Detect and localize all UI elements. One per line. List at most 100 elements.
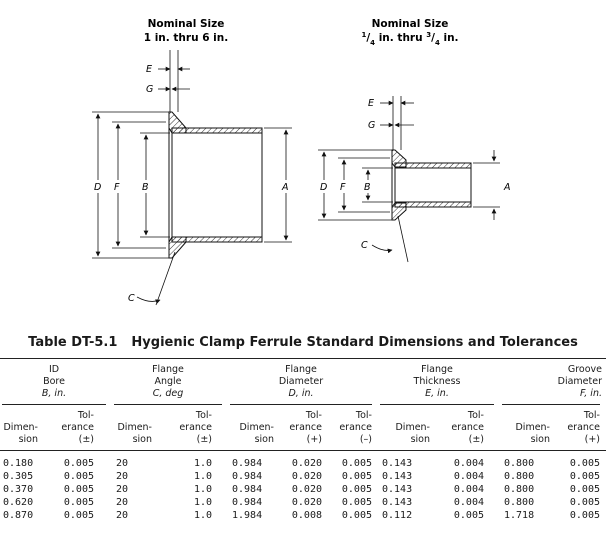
table-cell: 0.005 [63,471,94,482]
table-cell: 0.180 [3,458,34,469]
table-cell: 0.984 [232,458,263,469]
group-header-line: Flange [152,364,184,375]
table-cell: 0.004 [453,497,484,508]
table-cell: 20 [116,458,129,469]
right-label-c: C [361,240,368,251]
table-cell: 0.005 [341,510,372,521]
group-header-line: B, in. [41,388,67,399]
sub-header-4: Dimen-sion [228,422,274,446]
right-label-a: A [503,182,511,193]
sub-header-line: Tol- [77,410,94,421]
table-cell: 0.005 [569,510,600,521]
table-cell: 0.004 [453,471,484,482]
sub-header-line: Tol- [467,410,484,421]
table-caption: Hygienic Clamp Ferrule Standard Dimensio… [131,335,578,350]
sub-header-7: Dimen-sion [378,422,430,446]
table-top-rule [0,358,606,359]
sub-header-line: (–) [359,434,372,445]
group-header-line: Flange [421,364,453,375]
group-header-line: E, in. [425,388,449,399]
sub-header-line: Dimen- [117,422,152,433]
sub-header-line: Dimen- [3,422,38,433]
right-label-g: G [368,120,375,131]
table-cell: 0.020 [291,484,322,495]
table-cell: 1.0 [193,484,212,495]
group-header-line: Angle [154,376,182,387]
group-rule [502,404,600,405]
table-cell: 0.005 [63,458,94,469]
left-label-d: D [94,182,101,193]
sub-header-line: sion [410,434,430,445]
table-cell: 0.620 [3,497,34,508]
left-label-e: E [146,64,152,75]
group-rule [380,404,494,405]
right-label-e: E [368,98,374,109]
sub-header-0: Dimen-sion [0,422,38,446]
sub-header-line: (±) [468,434,484,445]
table-cell: 0.005 [569,497,600,508]
sub-header-line: sion [132,434,152,445]
table-cell: 20 [116,484,129,495]
right-ferrule [391,149,472,221]
table-cell: 1.718 [504,510,535,521]
group-header-line: Thickness [413,376,461,387]
left-ferrule [168,111,263,259]
table-cell: 0.370 [3,484,34,495]
table-cell: 1.0 [193,497,212,508]
sub-header-1: Tol-erance(±) [44,410,94,446]
sub-header-line: sion [254,434,274,445]
table-number: Table DT-5.1 [28,335,118,350]
left-label-a: A [281,182,289,193]
sub-header-line: (±) [78,434,94,445]
table-cell: 0.008 [291,510,322,521]
sub-header-line: Tol- [583,410,600,421]
sub-header-line: Dimen- [239,422,274,433]
group-header-line: Groove [567,364,602,375]
right-label-d: D [320,182,327,193]
table-cell: 0.020 [291,471,322,482]
sub-header-2: Dimen-sion [112,422,152,446]
left-label-c: C [128,293,135,304]
sub-header-line: (±) [196,434,212,445]
table-cell: 0.005 [341,458,372,469]
table-cell: 0.143 [382,471,413,482]
table-cell: 0.305 [3,471,34,482]
table-cell: 20 [116,510,129,521]
table-cell: 0.004 [453,458,484,469]
table-cell: 1.984 [232,510,263,521]
sub-header-line: erance [339,422,372,433]
sub-header-6: Tol-erance(–) [328,410,372,446]
table-cell: 0.005 [341,484,372,495]
right-label-f: F [340,182,346,193]
table-cell: 20 [116,497,129,508]
group-header-line: Bore [43,376,65,387]
group-header-line: F, in. [580,388,602,399]
sub-header-5: Tol-erance(+) [280,410,322,446]
right-label-b: B [364,182,371,193]
left-title-line2: 1 in. thru 6 in. [144,32,229,44]
left-label-b: B [142,182,149,193]
sub-header-line: Tol- [195,410,212,421]
sub-header-line: erance [61,422,94,433]
sub-header-line: erance [289,422,322,433]
right-title-line2: 1/4 in. thru 3/4 in. [361,31,458,47]
group-rule [2,404,106,405]
sub-header-line: Dimen- [515,422,550,433]
table-cell: 0.984 [232,471,263,482]
sub-header-line: erance [179,422,212,433]
table-cell: 0.005 [569,484,600,495]
table-cell: 0.800 [504,484,535,495]
table-cell: 0.005 [63,497,94,508]
group-header-line: Diameter [278,376,324,387]
group-header-line: C, deg [152,388,184,399]
table-cell: 0.870 [3,510,34,521]
sub-header-line: (+) [584,434,600,445]
